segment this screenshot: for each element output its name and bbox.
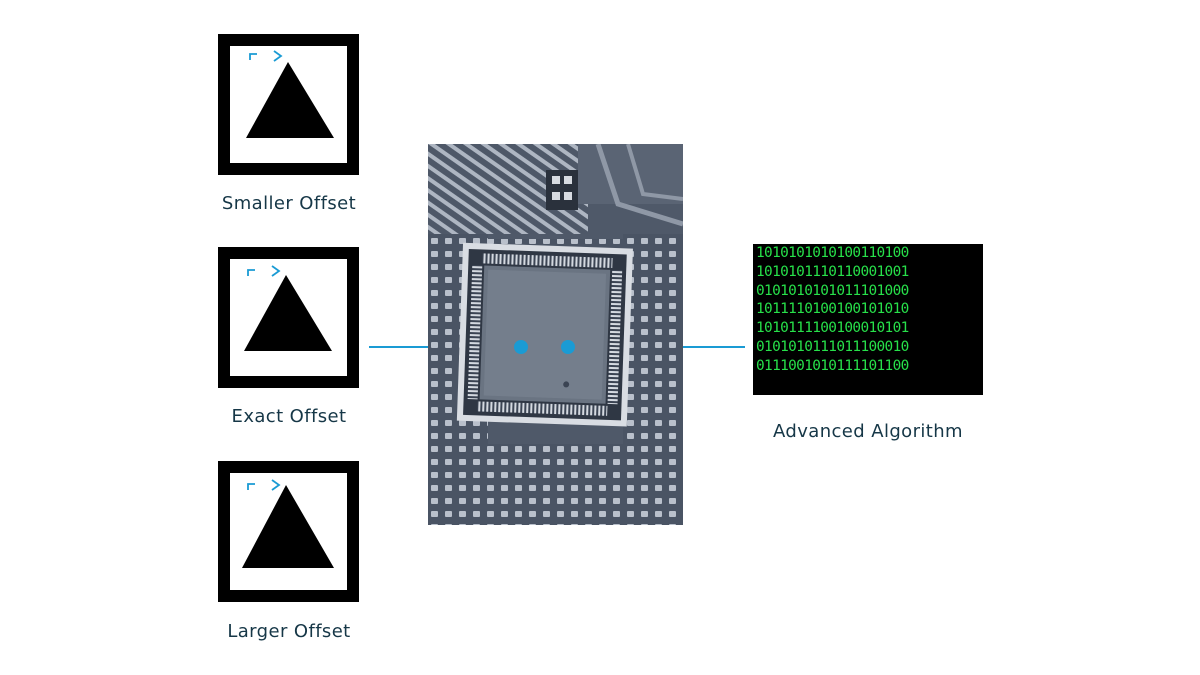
processor-chip-image — [428, 144, 683, 525]
panel-smaller-offset — [218, 34, 359, 175]
triangle-in-square-icon — [246, 50, 334, 138]
panel-larger-offset — [218, 461, 359, 602]
caption-advanced-algorithm: Advanced Algorithm — [773, 421, 963, 442]
triangle-in-square-icon — [242, 479, 334, 568]
caption-exact-offset: Exact Offset — [231, 406, 347, 427]
binary-line: 1010101010100110100 — [756, 245, 909, 261]
binary-line: 0111001010111101100 — [756, 357, 909, 374]
binary-line: 0101010101011101000 — [756, 282, 909, 299]
triangle-in-square-icon — [244, 265, 332, 351]
binary-line: 1010111100100010101 — [756, 320, 909, 337]
binary-line: 1011110100100101010 — [756, 301, 909, 318]
processor-chip-icon — [428, 144, 683, 525]
caption-larger-offset: Larger Offset — [227, 621, 351, 642]
binary-line: 1010101110110001001 — [756, 263, 909, 280]
binary-line: 0101010111011100010 — [756, 338, 909, 355]
caption-smaller-offset: Smaller Offset — [221, 193, 357, 214]
panel-exact-offset — [218, 247, 359, 388]
binary-code-display: 1010101010100110100 1010101110110001001 … — [753, 244, 983, 395]
